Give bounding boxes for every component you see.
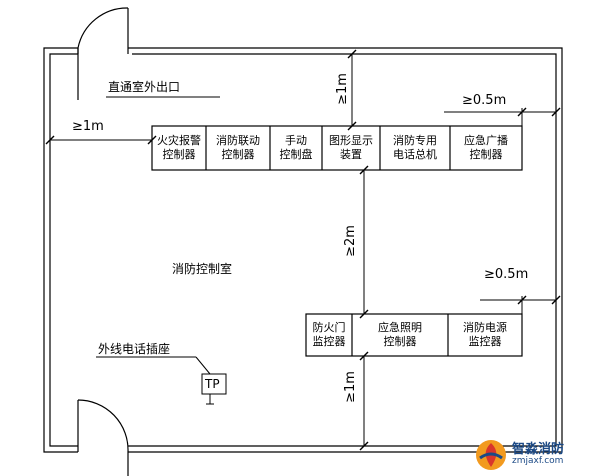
emergency-lighting-controller-line2: 控制器	[383, 335, 417, 348]
fire-power-monitor-line1: 消防电源	[463, 321, 507, 334]
fire-alarm-controller-line1: 火灾报警	[157, 134, 201, 147]
right-gap-top-label: ≥0.5m	[462, 93, 507, 108]
phone-socket-leader	[96, 356, 227, 405]
graphic-display-device-line2: 装置	[340, 148, 362, 161]
fire-power-monitor: 消防电源 监控器	[448, 314, 522, 356]
fire-door-monitor-line1: 防火门	[312, 321, 346, 334]
fire-phone-switchboard-line1: 消防专用	[393, 134, 437, 147]
emergency-lighting-controller-line1: 应急照明	[378, 321, 422, 334]
fire-door-monitor-line2: 监控器	[312, 335, 346, 348]
fire-door-monitor: 防火门 监控器	[306, 314, 352, 356]
logo-emblem-icon	[476, 440, 506, 470]
middle-gap-label: ≥2m	[343, 225, 358, 257]
emergency-broadcast-controller-line2: 控制器	[469, 148, 503, 161]
tp-label: TP	[205, 377, 220, 391]
phone-socket-label: 外线电话插座	[98, 342, 171, 356]
emergency-lighting-controller: 应急照明 控制器	[352, 314, 448, 356]
fire-alarm-controller-line2: 控制器	[162, 148, 196, 161]
left-gap-label: ≥1m	[72, 119, 104, 134]
emergency-broadcast-controller: 应急广播 控制器	[450, 126, 522, 170]
fire-phone-switchboard-line2: 电话总机	[393, 148, 437, 161]
fire-power-monitor-line2: 监控器	[468, 335, 502, 348]
dimension-ticks	[45, 49, 561, 451]
logo-url: zmjaxf.com	[512, 456, 564, 466]
fire-phone-switchboard: 消防专用 电话总机	[380, 126, 450, 170]
emergency-broadcast-controller-line1: 应急广播	[464, 134, 508, 147]
graphic-display-device-line1: 图形显示	[329, 134, 373, 147]
linkage-controller-line2: 控制器	[221, 148, 255, 161]
dimension-lines	[49, 53, 556, 446]
exit-label: 直通室外出口	[108, 80, 181, 94]
top-gap-label: ≥1m	[335, 73, 350, 105]
brand-logo: 智淼消防 zmjaxf.com	[474, 438, 604, 472]
bottom-equipment-row	[305, 313, 523, 357]
room-label: 消防控制室	[172, 262, 233, 276]
bottom-gap-label: ≥1m	[343, 371, 358, 403]
linkage-controller: 消防联动 控制器	[206, 126, 270, 170]
bottom-door	[77, 399, 129, 476]
manual-control-panel-line1: 手动	[285, 134, 307, 147]
manual-control-panel-line2: 控制盘	[279, 148, 313, 161]
linkage-controller-line1: 消防联动	[216, 134, 260, 147]
manual-control-panel: 手动 控制盘	[270, 126, 322, 170]
fire-alarm-controller: 火灾报警 控制器	[152, 126, 206, 170]
logo-name: 智淼消防	[512, 442, 565, 457]
exit-door	[77, 7, 129, 100]
top-equipment-row	[151, 125, 523, 171]
graphic-display-device: 图形显示 装置	[322, 126, 380, 170]
right-gap-bottom-label: ≥0.5m	[484, 267, 529, 282]
room-walls	[43, 47, 563, 453]
